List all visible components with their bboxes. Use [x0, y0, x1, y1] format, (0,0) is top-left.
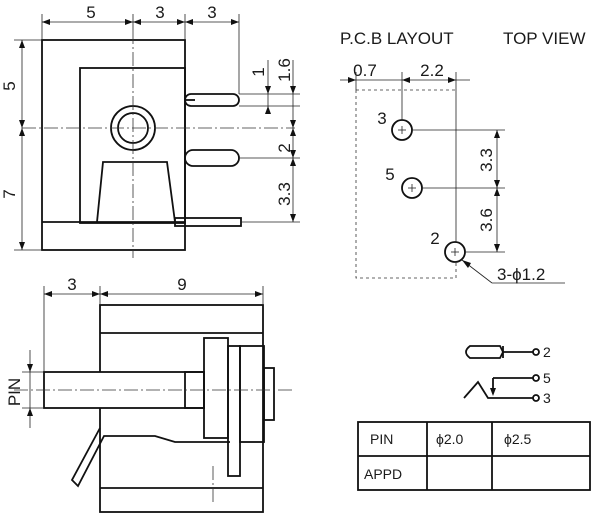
- schematic-pin-3: 3: [543, 390, 551, 406]
- front-dim-top-1: 5: [86, 3, 95, 22]
- front-dim-right-3: 2: [275, 143, 294, 152]
- spec-table: PIN ϕ2.0 ϕ2.5 APPD: [357, 421, 591, 491]
- side-pin-label: PIN: [5, 378, 24, 406]
- front-dim-right-1: 1: [249, 67, 268, 76]
- pcb-pin-label-5: 5: [385, 165, 394, 184]
- side-dim-top-1: 3: [67, 275, 76, 294]
- front-dim-top-2: 3: [155, 3, 164, 22]
- pcb-pin-label-3: 3: [377, 109, 386, 128]
- pcb-dim-right-2: 3.6: [477, 208, 496, 232]
- pcb-pin-label-2: 2: [430, 229, 439, 248]
- table-header-d25: ϕ2.5: [504, 431, 532, 447]
- front-dim-left-1: 5: [0, 81, 19, 90]
- side-view: 3 9 PIN: [5, 275, 292, 513]
- schematic-pin-2: 2: [543, 344, 551, 360]
- pcb-dim-top-2: 2.2: [420, 61, 444, 80]
- front-dim-right-4: 3.3: [275, 182, 294, 206]
- table-header-pin: PIN: [370, 431, 393, 447]
- side-spring: [70, 427, 230, 488]
- schematic-plug: [465, 345, 505, 359]
- schematic-pin-5: 5: [543, 370, 551, 386]
- schematic: 2 5 3: [463, 344, 551, 406]
- table-row-appd: APPD: [364, 466, 402, 482]
- pcb-layout-subtitle: TOP VIEW: [503, 29, 586, 48]
- front-dim-top-3: 3: [207, 3, 216, 22]
- front-view: 5 3 3 5 7 1 1.6 2 3.3: [0, 3, 300, 258]
- pcb-dim-top-1: 0.7: [353, 61, 377, 80]
- schematic-switch: [463, 380, 533, 399]
- pcb-dim-right-1: 3.3: [477, 148, 496, 172]
- front-dim-right-2: 1.6: [275, 58, 294, 82]
- front-dim-left-2: 7: [0, 189, 19, 198]
- front-inner-face: [79, 67, 186, 224]
- side-dim-top-2: 9: [177, 275, 186, 294]
- pcb-layout: P.C.B LAYOUT TOP VIEW 3 5 2 0.7 2.2: [340, 29, 586, 284]
- table-header-d20: ϕ2.0: [436, 431, 464, 447]
- pcb-hole-callout: 3-ϕ1.2: [497, 265, 545, 284]
- pcb-layout-title: P.C.B LAYOUT: [340, 29, 454, 48]
- pin-middle: [184, 149, 240, 167]
- front-contact-block: [96, 161, 177, 223]
